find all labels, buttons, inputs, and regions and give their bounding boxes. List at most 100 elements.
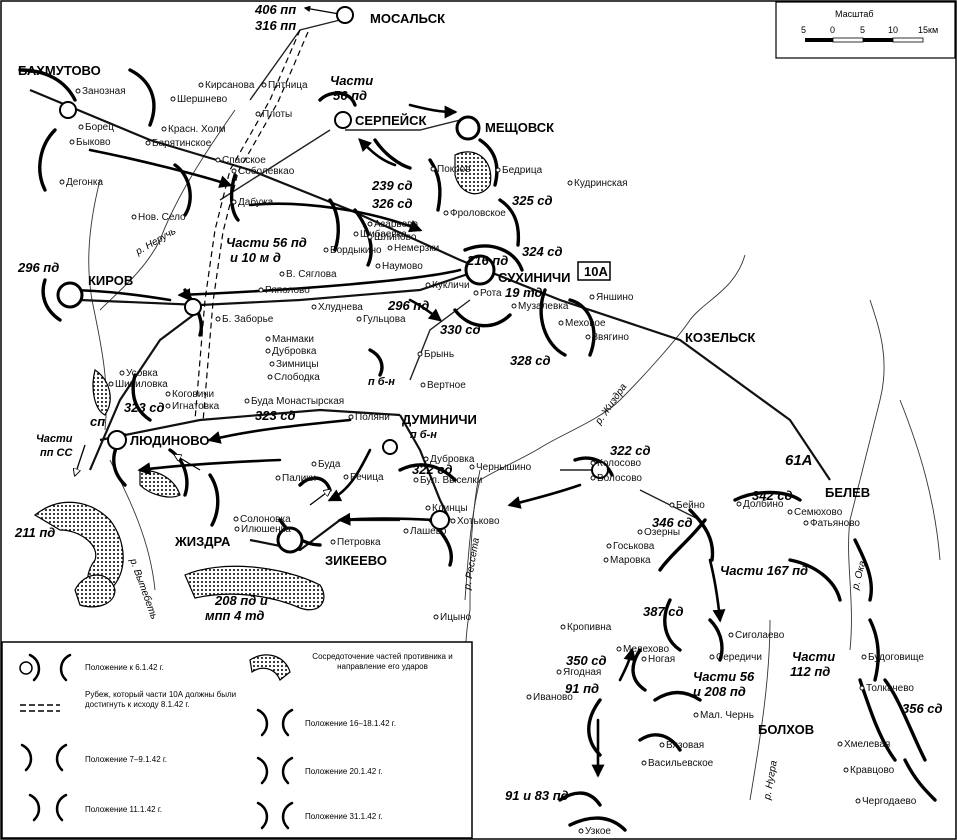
town-dot <box>258 287 264 293</box>
unit-326: 326 сд <box>372 196 413 211</box>
town-dot <box>526 694 532 700</box>
town-label: Волосово <box>597 473 642 484</box>
legend-item-6: Положение 16–18.1.42 г. <box>305 719 396 728</box>
unit-342: 342 сд <box>752 488 793 503</box>
town-label: Толкачево <box>866 683 914 694</box>
railways <box>29 88 831 552</box>
army-10a: 10A <box>584 264 608 279</box>
town-dot <box>585 334 591 340</box>
town-dot <box>473 290 479 296</box>
unit-325: 325 сд <box>512 193 553 208</box>
scale-title: Масштаб <box>835 9 874 19</box>
town-dot <box>375 263 381 269</box>
town-dot <box>669 502 675 508</box>
town-dot <box>165 403 171 409</box>
town-label: Б. Заборье <box>222 313 274 325</box>
town-label: Занозная <box>82 86 126 97</box>
unit-19: 19 тд <box>505 285 543 300</box>
town-label: Клинцы <box>432 503 468 514</box>
town-dot <box>279 271 285 277</box>
town-dot <box>560 624 566 630</box>
legend-item-1: Положение к 6.1.42 г. <box>85 663 164 672</box>
town-label: Дегонка <box>66 177 103 188</box>
town-dot <box>423 456 429 462</box>
legend-item-7: Положение 20.1.42 г. <box>305 767 383 776</box>
town-label: Фатьяново <box>810 518 860 529</box>
town-dot <box>198 82 204 88</box>
city-serpeisk: СЕРПЕЙСК <box>355 113 426 128</box>
unit-sp: сп <box>90 414 105 429</box>
town-label: Семюхово <box>794 507 843 518</box>
town-dot <box>267 374 273 380</box>
town-dot <box>265 336 271 342</box>
unit-323-b: 323 сд <box>255 408 296 423</box>
town-dot <box>556 669 562 675</box>
scale-bar: Масштаб 5 0 5 10 15км <box>775 1 956 59</box>
city-belev: БЕЛЕВ <box>825 485 870 500</box>
town-dot <box>387 245 393 251</box>
town-label: Фроловское <box>450 208 506 219</box>
town-dot <box>145 140 151 146</box>
town-label: Колосово <box>597 458 642 469</box>
river-nerugh: р. Неручь <box>133 226 178 258</box>
town-dot <box>589 294 595 300</box>
town-label: Сиголаево <box>735 630 785 641</box>
unit-387: 387 сд <box>643 604 684 619</box>
town-label: Рота <box>480 288 502 299</box>
town-label: Шершнево <box>177 94 228 105</box>
town-label: Иваново <box>533 692 573 703</box>
unit-56-d: и 10 м д <box>230 250 281 265</box>
town-label: Ицыно <box>440 612 472 623</box>
city-bolkhov: БОЛХОВ <box>758 722 814 737</box>
town-dot <box>861 654 867 660</box>
town-dot <box>403 528 409 534</box>
town-dot <box>425 505 431 511</box>
town-label: Буда Монастырская <box>251 396 344 407</box>
unit-239: 239 сд <box>371 178 413 193</box>
town-label: Спасское <box>222 155 266 166</box>
scale-tick: 5 <box>860 25 865 35</box>
town-dot <box>616 646 622 652</box>
legend-item-5-box: Сосредоточение частей противника и напра… <box>312 652 452 671</box>
army-61a: 61A <box>785 452 813 469</box>
town-dot <box>244 398 250 404</box>
legend-item-2-box: Рубеж, который части 10А должны были дос… <box>85 690 237 709</box>
town-label: Солоновка <box>240 514 291 525</box>
legend-item-2: Рубеж, который части 10А должны были дос… <box>85 690 237 709</box>
town-dot <box>170 96 176 102</box>
town-dot <box>736 501 742 507</box>
scale-tick: 5 <box>801 25 806 35</box>
town-label: В. Сяглова <box>286 269 337 280</box>
town-label: Ряполово <box>265 285 310 296</box>
town-dot <box>590 460 596 466</box>
town-label: Речица <box>350 472 384 483</box>
town-label: Музалевка <box>518 301 569 312</box>
town-dot <box>59 179 65 185</box>
unit-323-a: 323 сд <box>124 400 165 415</box>
unit-208-a: 208 пд и <box>214 593 268 608</box>
town-label: Кудринская <box>574 178 628 189</box>
town-dot <box>567 180 573 186</box>
town-dot <box>356 316 362 322</box>
unit-296-a: 296 пд <box>17 260 59 275</box>
town-dot <box>161 126 167 132</box>
town-dot <box>495 167 501 173</box>
city-kirov: КИРОВ <box>88 273 133 288</box>
unit-211: 211 пд <box>14 525 55 540</box>
town-label: Пятница <box>268 80 308 91</box>
town-dot <box>859 685 865 691</box>
unit-328: 328 сд <box>510 353 551 368</box>
town-label: Барятинское <box>152 138 212 149</box>
town-dot <box>637 529 643 535</box>
town-label: Маровка <box>610 555 651 566</box>
unit-322-a: 322 сд <box>610 443 651 458</box>
town-label: Хотьково <box>457 516 500 527</box>
town-label: Долбино <box>743 498 784 510</box>
town-dot <box>413 477 419 483</box>
town-dot <box>511 303 517 309</box>
town-dot <box>231 199 237 205</box>
town-label: Середичи <box>716 652 762 663</box>
river-resseta: р. Рессета <box>462 537 482 592</box>
town-label: Васильевское <box>648 758 714 769</box>
